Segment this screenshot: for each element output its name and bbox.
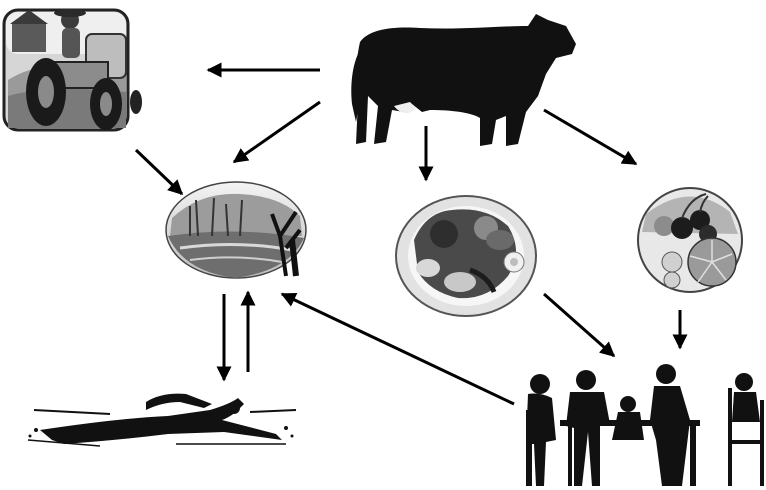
farmer-tractor-icon xyxy=(4,9,142,130)
pond-landscape-icon xyxy=(166,182,306,278)
meal-plate-icon xyxy=(396,196,536,316)
arrow-meal-to-family xyxy=(544,294,614,356)
arrow-farmer-to-pond xyxy=(136,150,182,194)
swimmer-icon xyxy=(28,394,296,446)
family-dinner-icon xyxy=(526,364,764,486)
arrow-cow-to-fruit-plate xyxy=(544,110,636,164)
cow-icon xyxy=(351,14,576,146)
arrow-cow-to-pond xyxy=(234,102,320,162)
fruit-plate-icon xyxy=(638,188,742,292)
